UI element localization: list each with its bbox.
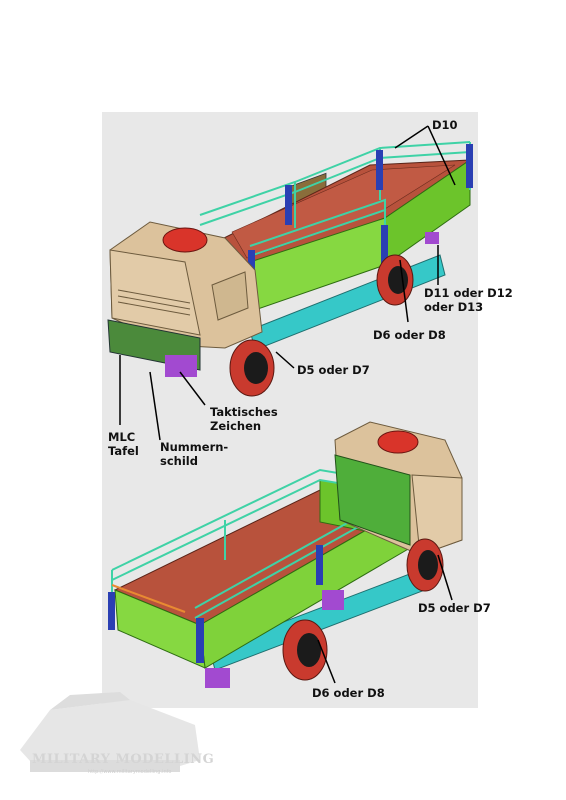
rear-wheel [282,619,328,681]
cab-front [109,249,201,336]
roof-beacon [377,430,419,454]
label-d6-d8-top: D6 oder D8 [373,328,446,342]
watermark-tank-logo [20,692,200,772]
rear-light-box [425,232,439,244]
leader-lines [119,125,456,684]
rear-bumper [205,668,230,688]
bottom-truck [108,421,463,688]
roof-beacon [162,227,208,253]
stakes [108,545,323,663]
label-d6-d8-bottom: D6 oder D8 [312,686,385,700]
top-truck [107,141,473,397]
watermark-text: MILITARY MODELLING [32,752,215,767]
leader-nummern [149,371,161,441]
tool-box [322,590,344,610]
label-nummernschild: Nummern- schild [160,440,229,468]
label-d5-d7-bottom: D5 oder D7 [418,601,491,615]
rear-strap [111,584,186,613]
rear-wheel [376,254,414,306]
bed-floor-top [231,164,456,259]
watermark-url: http://www.militarymodelling.info [88,769,172,775]
leader-d5-top [275,351,295,369]
label-d5-d7-top: D5 oder D7 [297,363,370,377]
leader-d6-bottom [317,639,336,684]
leader-d10 [394,125,429,149]
front-wheel [406,538,444,592]
label-taktisches-zeichen: Taktisches Zeichen [210,405,278,433]
cab-front [411,474,463,556]
cab-grille [117,289,191,316]
label-mlc-tafel: MLC Tafel [108,430,139,458]
leader-d6-top [399,259,409,323]
label-d11-d12-d13: D11 oder D12 oder D13 [424,286,513,314]
front-wheel [229,339,275,397]
bumper-accent [165,355,197,377]
leader-taktisch [179,371,206,406]
leader-d10b [427,125,456,186]
leader-d5-bottom [437,554,453,601]
label-d10: D10 [432,118,458,132]
cab-side-green [334,454,411,546]
cab-window [211,271,249,321]
